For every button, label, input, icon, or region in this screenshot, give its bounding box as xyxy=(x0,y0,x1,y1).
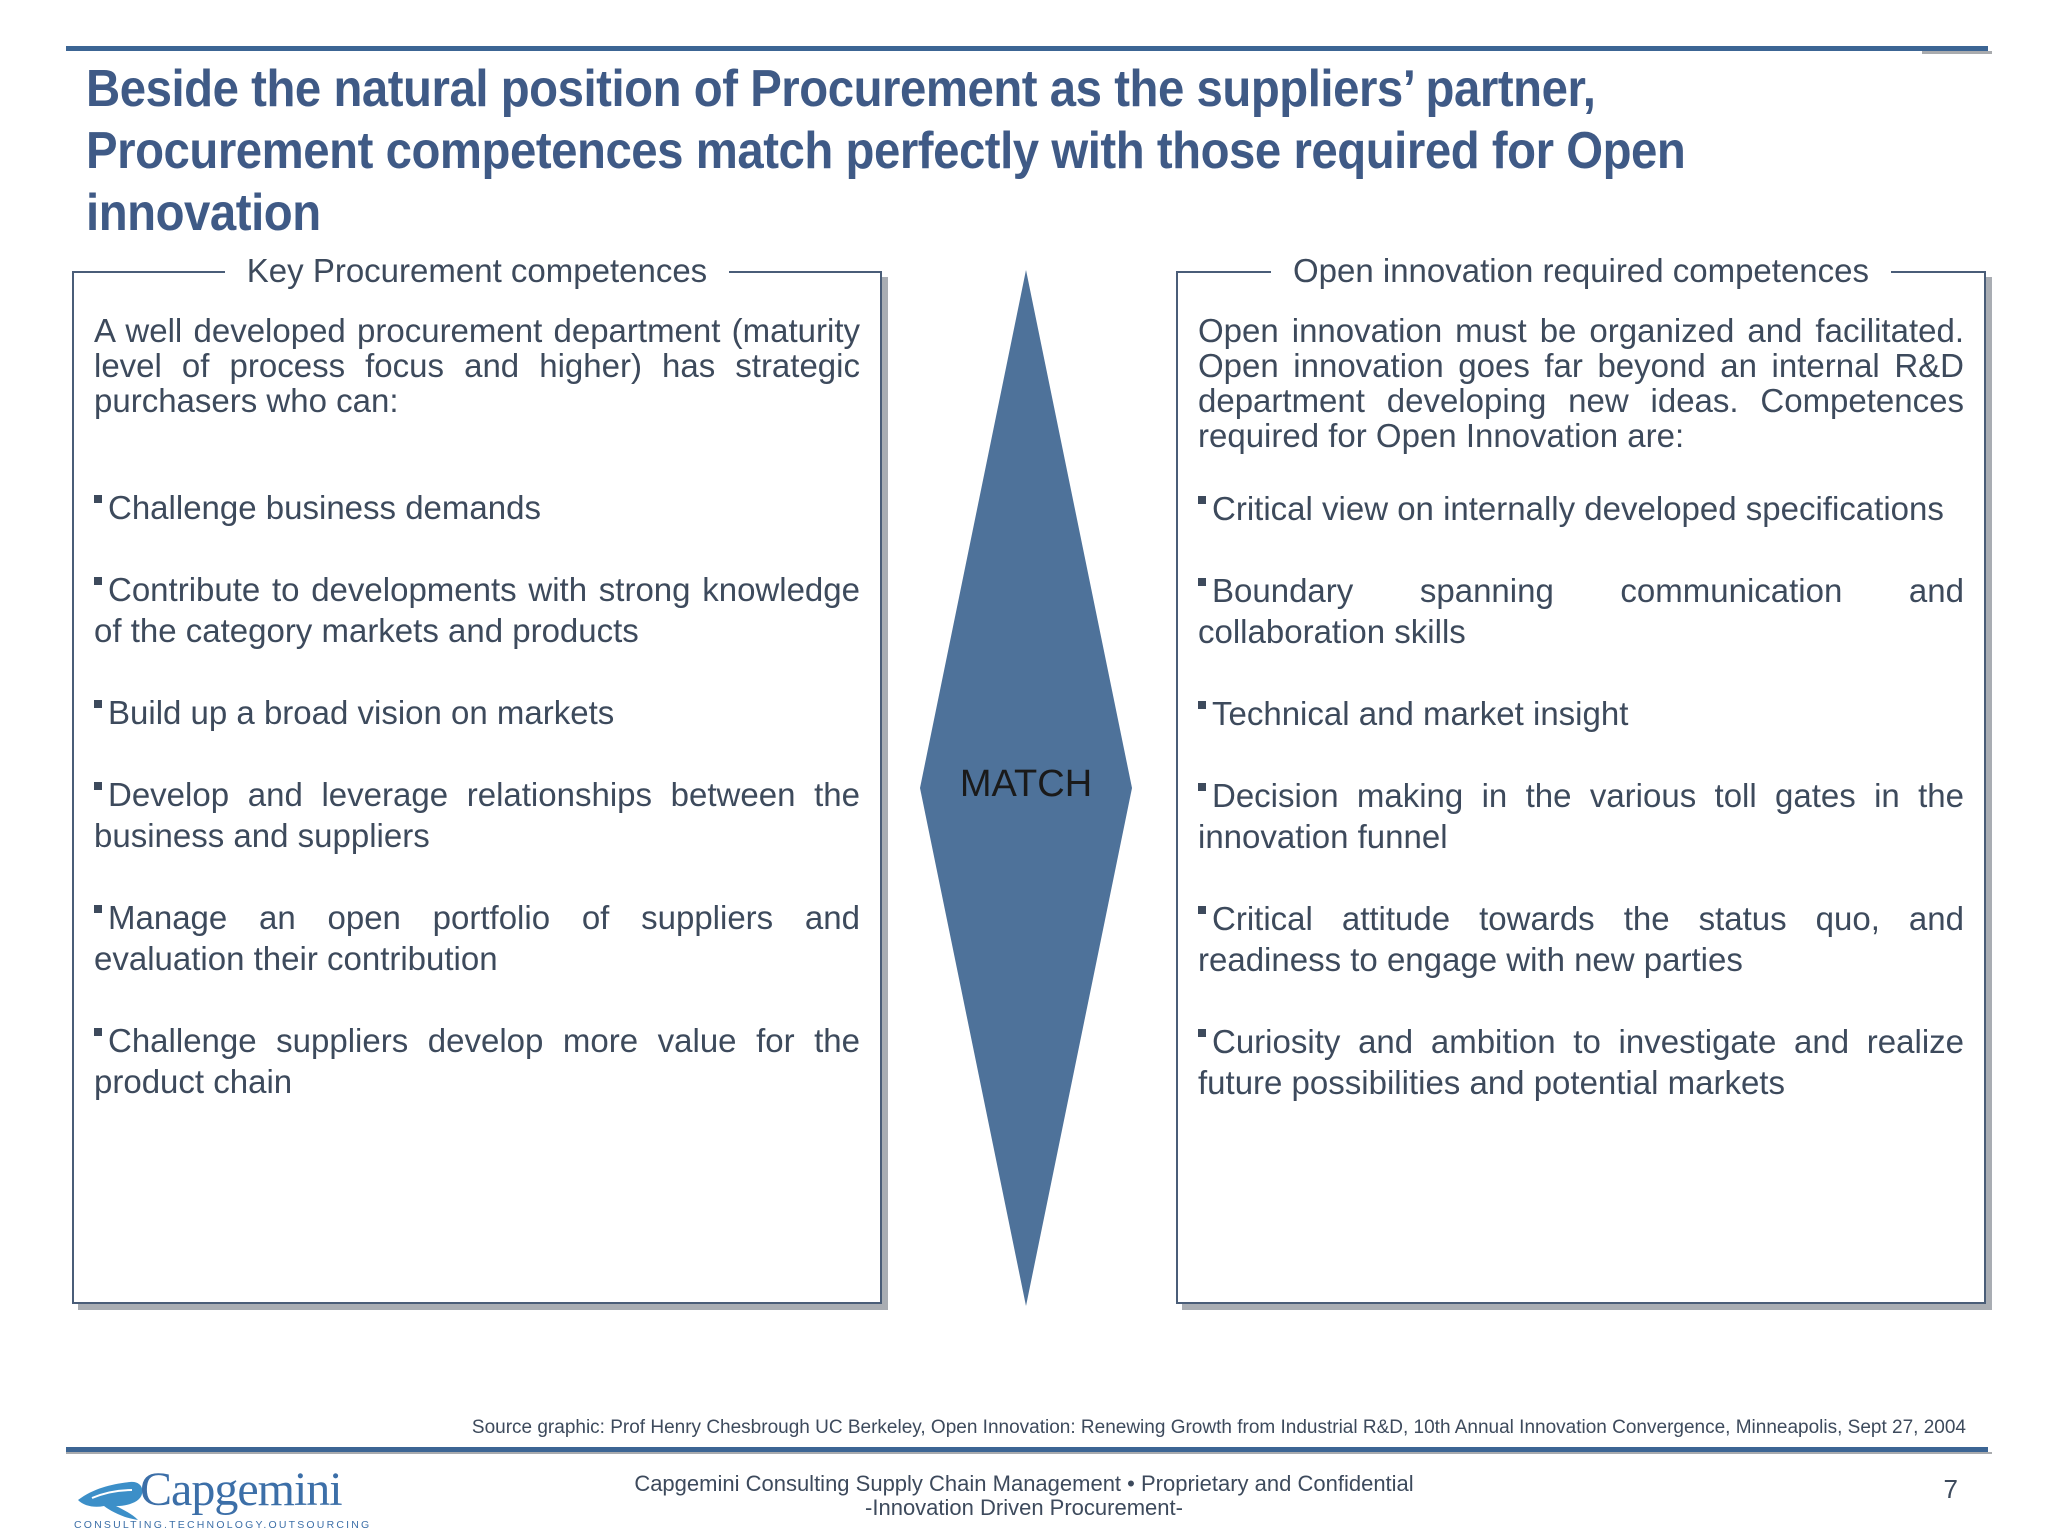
panel-heading-left: Key Procurement competences xyxy=(74,249,880,293)
source-citation: Source graphic: Prof Henry Chesbrough UC… xyxy=(471,1417,1966,1438)
list-item: Contribute to developments with strong k… xyxy=(94,571,860,649)
list-item: Challenge business demands xyxy=(94,487,860,528)
panel-body-left: A well developed procurement department … xyxy=(94,313,860,1102)
bullet-square-icon xyxy=(1198,701,1206,709)
footer-text: Capgemini Consulting Supply Chain Manage… xyxy=(0,1472,2048,1520)
bottom-rule-shadow xyxy=(66,1452,1992,1454)
footer-line-1: Capgemini Consulting Supply Chain Manage… xyxy=(634,1471,1414,1496)
panel-heading-right: Open innovation required competences xyxy=(1178,249,1984,293)
list-item: Challenge suppliers develop more value f… xyxy=(94,1022,860,1100)
open-innovation-competences-panel: Open innovation required competences Ope… xyxy=(1176,252,1986,1304)
bullet-square-icon xyxy=(94,905,102,913)
bullet-list-left: Challenge business demands Contribute to… xyxy=(94,487,860,1102)
panel-heading-left-text: Key Procurement competences xyxy=(224,252,730,289)
panel-intro-right: Open innovation must be organized and fa… xyxy=(1198,312,1964,454)
list-item: Boundary spanning communication and coll… xyxy=(1198,572,1964,650)
bullet-square-icon xyxy=(1198,496,1206,504)
panel-body-right: Open innovation must be organized and fa… xyxy=(1198,313,1964,1103)
match-diamond-shape xyxy=(920,270,1132,1306)
bullet-square-icon xyxy=(1198,906,1206,914)
bullet-square-icon xyxy=(94,577,102,585)
list-item: Curiosity and ambition to investigate an… xyxy=(1198,1023,1964,1101)
key-procurement-competences-panel: Key Procurement competences A well devel… xyxy=(72,252,882,1304)
bullet-list-right: Critical view on internally developed sp… xyxy=(1198,488,1964,1103)
footer-line-2: -Innovation Driven Procurement- xyxy=(865,1495,1183,1520)
list-item: Critical view on internally developed sp… xyxy=(1198,488,1964,529)
bullet-square-icon xyxy=(94,1028,102,1036)
bullet-square-icon xyxy=(94,700,102,708)
page-number: 7 xyxy=(1943,1474,1958,1504)
bottom-rule xyxy=(66,1447,1988,1452)
bullet-square-icon xyxy=(1198,1029,1206,1037)
panel-heading-right-text: Open innovation required competences xyxy=(1270,252,1892,289)
bullet-square-icon xyxy=(94,782,102,790)
bullet-square-icon xyxy=(94,495,102,503)
list-item: Technical and market insight xyxy=(1198,693,1964,734)
bullet-square-icon xyxy=(1198,578,1206,586)
bullet-square-icon xyxy=(1198,783,1206,791)
match-label: MATCH xyxy=(959,763,1093,805)
capgemini-logo-wordmark: Capgemini xyxy=(140,1463,343,1516)
list-item: Build up a broad vision on markets xyxy=(94,692,860,733)
capgemini-logo-tagline: CONSULTING.TECHNOLOGY.OUTSOURCING xyxy=(74,1519,372,1531)
top-rule-shadow xyxy=(1922,51,1992,54)
top-rule xyxy=(66,46,1988,51)
list-item: Manage an open portfolio of suppliers an… xyxy=(94,899,860,977)
list-item: Develop and leverage relationships betwe… xyxy=(94,776,860,854)
diamond-polygon xyxy=(920,270,1132,1306)
list-item: Decision making in the various toll gate… xyxy=(1198,777,1964,855)
slide-title: Beside the natural position of Procureme… xyxy=(86,60,1686,242)
panel-intro-left: A well developed procurement department … xyxy=(94,312,860,419)
capgemini-spade-logo-icon xyxy=(78,1481,143,1520)
list-item: Critical attitude towards the status quo… xyxy=(1198,900,1964,978)
